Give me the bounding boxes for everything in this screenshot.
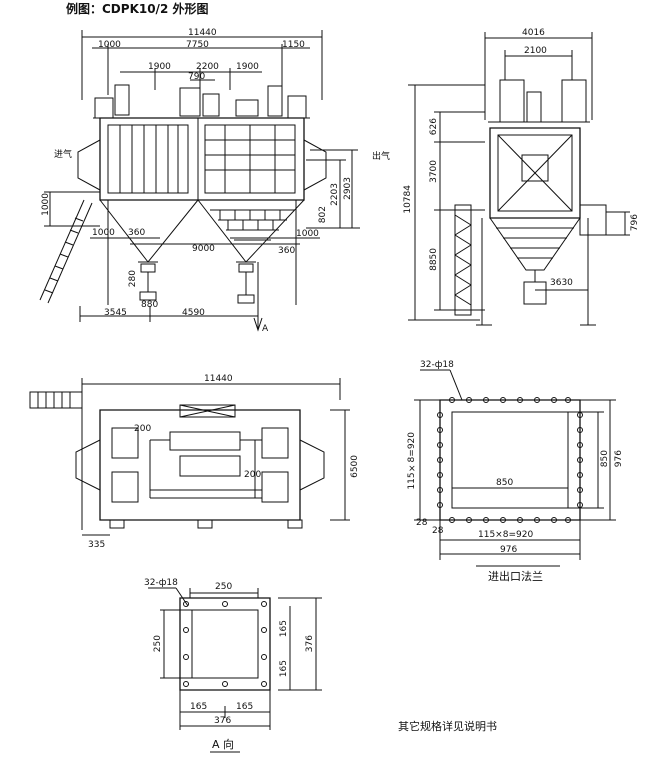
front-dim-3545: 3545 xyxy=(104,308,127,318)
flange-dim-976-v: 976 xyxy=(614,450,624,468)
flange-bolt-holes xyxy=(438,398,583,523)
front-dim-right-1000: 1000 xyxy=(296,229,319,239)
side-dim-2100: 2100 xyxy=(524,46,547,56)
front-dim-overall: 11440 xyxy=(188,28,217,38)
a-dim-376-bottom: 376 xyxy=(214,716,232,726)
flange-dim-28b: 28 xyxy=(432,526,444,536)
flange-dim-920-h: 115×8=920 xyxy=(478,530,534,540)
side-dim-10784: 10784 xyxy=(403,185,413,214)
a-view-caption: A 向 xyxy=(212,738,235,751)
front-dim-880: 880 xyxy=(141,300,159,310)
a-view-bolt-holes xyxy=(184,602,267,687)
a-dim-250-top: 250 xyxy=(215,582,233,592)
flange-view xyxy=(414,370,616,566)
plan-dim-11440: 11440 xyxy=(204,374,233,384)
side-dim-4016: 4016 xyxy=(522,28,545,38)
flange-dim-28a: 28 xyxy=(416,518,428,528)
flange-holes-label: 32-ф18 xyxy=(420,360,454,370)
plan-dim-200b: 200 xyxy=(244,470,262,480)
front-dim-790: 790 xyxy=(188,72,206,82)
plan-dim-6500: 6500 xyxy=(350,455,360,478)
a-dim-165-r2: 165 xyxy=(279,660,289,678)
a-view xyxy=(148,588,322,752)
side-dim-626: 626 xyxy=(429,118,439,136)
a-dim-165-b2: 165 xyxy=(236,702,254,712)
a-dim-165-b1: 165 xyxy=(190,702,208,712)
front-dim-right-360: 360 xyxy=(278,246,296,256)
front-dim-7750: 7750 xyxy=(186,40,209,50)
flange-dim-920-v: 115×8=920 xyxy=(407,432,417,490)
a-view-holes-label: 32-ф18 xyxy=(144,578,178,588)
front-dim-802: 802 xyxy=(318,206,328,224)
front-dim-1900a: 1900 xyxy=(148,62,171,72)
footnote: 其它规格详见说明书 xyxy=(398,720,497,733)
drawing-title: 例图：CDPK10/2 外形图 xyxy=(66,2,209,16)
a-dim-376-right: 376 xyxy=(305,635,315,653)
side-dim-3700: 3700 xyxy=(429,160,439,183)
front-dim-2203: 2203 xyxy=(330,183,340,206)
front-dim-1900b: 1900 xyxy=(236,62,259,72)
front-dim-left-360: 360 xyxy=(128,228,146,238)
flange-dim-850-v: 850 xyxy=(600,450,610,468)
side-view xyxy=(408,32,630,325)
inlet-label: 进气 xyxy=(54,150,73,160)
side-dim-796: 796 xyxy=(630,214,640,232)
flange-dim-976-h: 976 xyxy=(500,545,518,555)
front-dim-4590: 4590 xyxy=(182,308,205,318)
outlet-label: 出气 xyxy=(372,152,391,162)
flange-caption: 进出口法兰 xyxy=(488,570,543,583)
side-dim-3630: 3630 xyxy=(550,278,573,288)
front-view xyxy=(40,30,360,330)
front-dim-left-1000b: 1000 xyxy=(92,228,115,238)
arrow-a-label: A xyxy=(262,324,269,334)
a-dim-250-left: 250 xyxy=(153,635,163,653)
front-dim-left-1000: 1000 xyxy=(41,193,51,216)
front-dim-1150: 1150 xyxy=(282,40,305,50)
front-dim-9000: 9000 xyxy=(192,244,215,254)
front-dim-2200: 2200 xyxy=(196,62,219,72)
side-dim-8850: 8850 xyxy=(429,248,439,271)
plan-dim-200a: 200 xyxy=(134,424,152,434)
front-dim-280: 280 xyxy=(128,270,138,288)
a-dim-165-r1: 165 xyxy=(279,620,289,638)
front-dim-1000: 1000 xyxy=(98,40,121,50)
front-dim-2903: 2903 xyxy=(343,177,353,200)
flange-dim-850-h: 850 xyxy=(496,478,514,488)
plan-dim-335: 335 xyxy=(88,540,106,550)
plan-view xyxy=(30,378,350,535)
